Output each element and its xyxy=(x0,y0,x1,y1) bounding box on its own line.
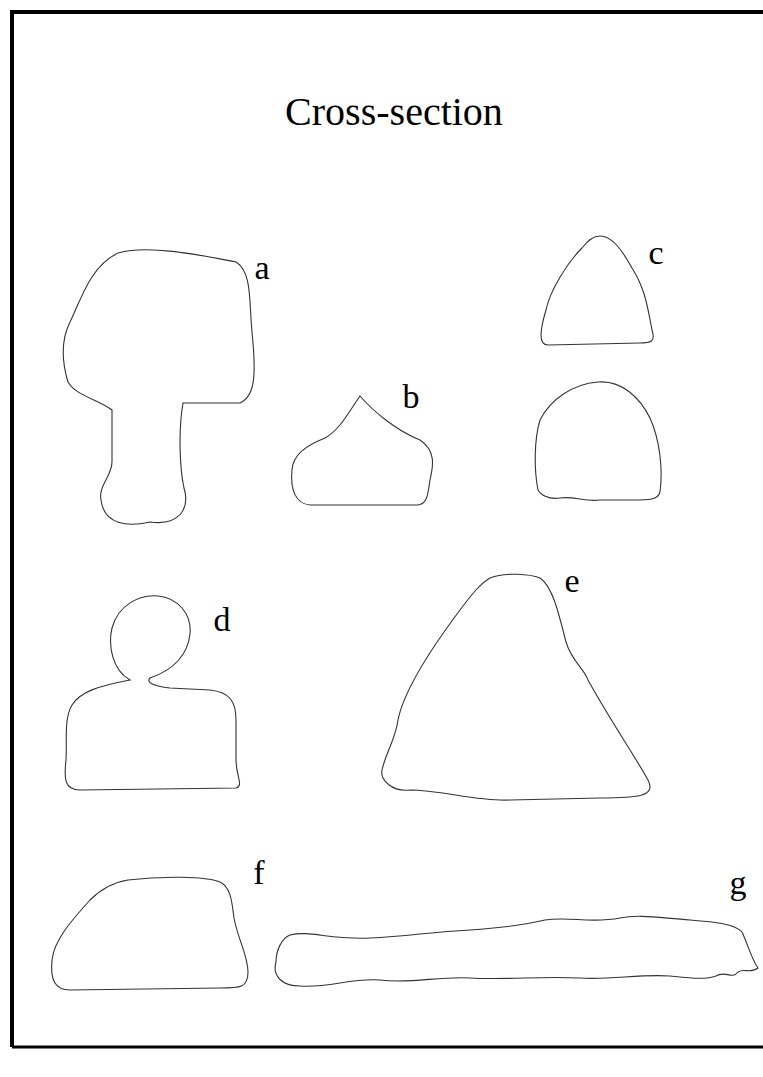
frame-border xyxy=(12,12,763,1047)
section-outline xyxy=(382,574,650,800)
frame-border xyxy=(12,1046,763,1049)
shape-letter: a xyxy=(254,251,269,285)
section-outline xyxy=(275,916,758,986)
section-outline xyxy=(65,596,239,790)
shape-letter: f xyxy=(253,856,264,890)
section-outline xyxy=(541,236,653,345)
section-outline xyxy=(63,250,254,524)
section-outline xyxy=(52,877,248,990)
shape-letter: e xyxy=(564,564,579,598)
shape-letter: b xyxy=(403,380,420,414)
shape-letter: g xyxy=(730,866,747,900)
section-outline xyxy=(535,382,661,501)
shape-letter: d xyxy=(214,603,231,637)
shape-letter: c xyxy=(648,236,663,270)
figure-title: Cross-section xyxy=(285,92,503,132)
